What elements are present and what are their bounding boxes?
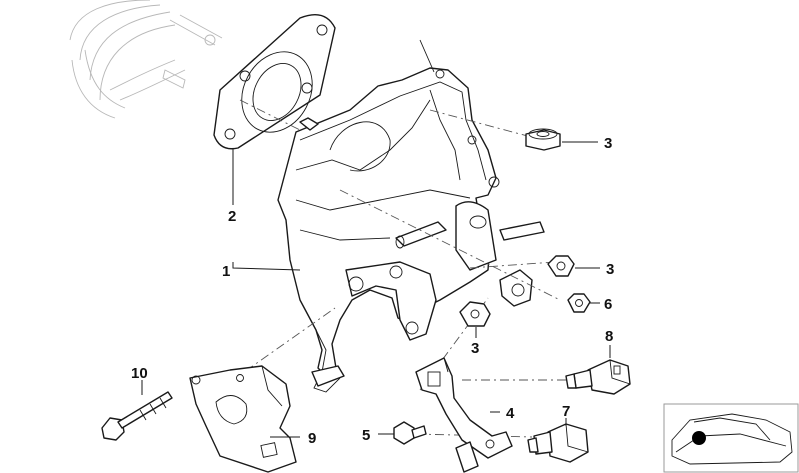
screw-short — [393, 421, 427, 445]
callout-5: 5 — [362, 427, 370, 444]
callout-1: 1 — [222, 263, 230, 280]
switch-holder-bracket — [415, 357, 513, 473]
pedal-bracket — [277, 39, 545, 393]
gasket-plate — [213, 14, 336, 150]
nut-upper — [525, 128, 561, 151]
locator-marker — [692, 431, 706, 445]
callout-3-upper: 3 — [604, 135, 612, 152]
callout-4: 4 — [506, 405, 515, 422]
leader-lines — [141, 141, 611, 438]
callout-7: 7 — [562, 403, 570, 420]
nut-small — [567, 293, 591, 313]
callout-8: 8 — [605, 328, 613, 345]
nut-middle — [547, 255, 575, 277]
car-locator-inset — [663, 403, 799, 473]
callout-10: 10 — [131, 365, 148, 382]
pedal-switch-lower — [527, 423, 589, 463]
pedal-switch-upper — [565, 359, 631, 395]
callout-2: 2 — [228, 208, 236, 225]
callout-3-middle: 3 — [606, 261, 614, 278]
mounting-plate — [189, 365, 297, 473]
callout-6: 6 — [604, 296, 612, 313]
callout-labels: 1 2 3 3 3 4 5 6 7 8 9 10 — [131, 135, 614, 447]
brake-booster-ghost — [69, 0, 223, 119]
callout-3-lower: 3 — [471, 340, 479, 357]
callout-9: 9 — [308, 430, 316, 447]
bolt-long — [101, 391, 173, 441]
nut-lower — [459, 301, 491, 327]
